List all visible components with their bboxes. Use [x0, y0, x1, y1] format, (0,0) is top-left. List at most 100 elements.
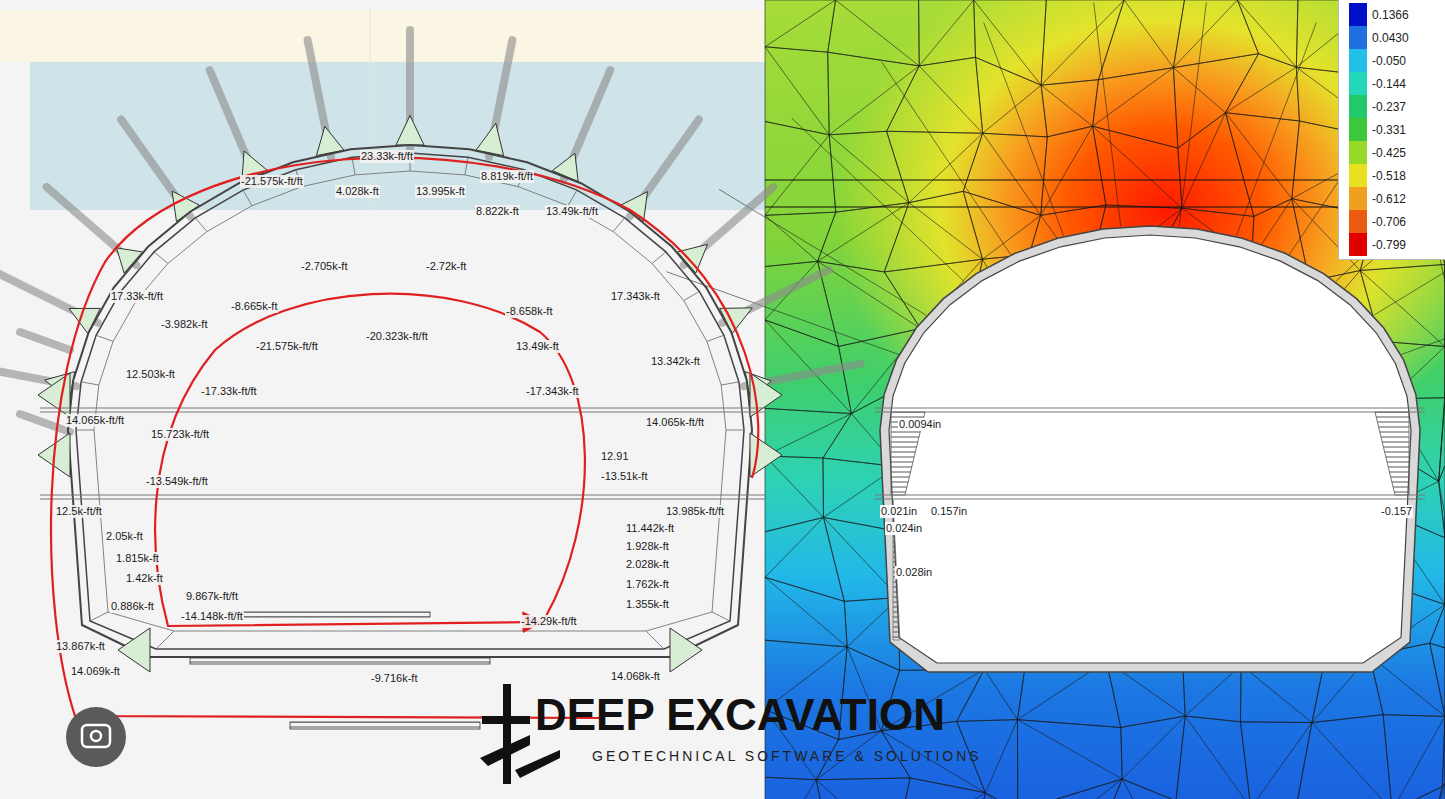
contour-ground [765, 0, 1445, 799]
lining-outer [68, 145, 752, 657]
legend-row: -0.237 [1339, 95, 1445, 118]
legend-row: -0.050 [1339, 49, 1445, 72]
moment-value: 1.815k-ft [115, 552, 160, 565]
mesh-line [984, 23, 1064, 236]
moment-value: 1.355k-ft [625, 598, 670, 611]
displacement-value: -0.157 [1380, 505, 1413, 518]
moment-value: -9.716k-ft [370, 672, 418, 685]
moment-spike [396, 115, 424, 145]
moment-value: 13.867k-ft [55, 640, 106, 653]
watermark-title: DEEP EXCAVATION [535, 690, 945, 740]
displacement-value: 0.028in [895, 566, 933, 579]
legend-swatch [1349, 187, 1367, 210]
moment-tick [712, 612, 730, 621]
mesh-line [1179, 3, 1206, 227]
legend-row: -0.331 [1339, 118, 1445, 141]
moment-tick [81, 382, 99, 385]
left-ground [0, 0, 765, 799]
moment-value: -13.51k-ft [600, 470, 648, 483]
legend-swatch [1349, 118, 1367, 141]
moment-value: 17.343k-ft [610, 290, 661, 303]
moment-wedge [670, 628, 702, 672]
legend-row: -0.518 [1339, 164, 1445, 187]
legend-swatch [1349, 49, 1367, 72]
mesh-line [1236, 23, 1316, 236]
moment-value: 12.91 [600, 450, 630, 463]
legend-value: -0.237 [1372, 100, 1406, 114]
mesh-line [881, 62, 1010, 255]
moment-value: -2.705k-ft [300, 260, 348, 273]
moment-tick [613, 218, 625, 232]
lining-inner [889, 235, 1411, 663]
legend-box: 0.1366 0.0430 -0.050 -0.144 -0.237 -0.331 -0.4… [1338, 0, 1445, 260]
legend-swatch [1349, 95, 1367, 118]
moment-tick [195, 218, 207, 232]
fe-mesh [667, 0, 1445, 799]
moment-value: 12.5k-ft/ft [55, 505, 103, 518]
legend-row: -0.144 [1339, 72, 1445, 95]
guide-line [370, 10, 371, 210]
moment-tick [652, 252, 666, 264]
moment-value: 13.985k-ft/ft [665, 505, 725, 518]
moment-value: 15.723k-ft/ft [150, 428, 210, 441]
legend-swatch [1349, 72, 1367, 95]
mesh-line [667, 272, 899, 355]
mesh-line [1401, 272, 1445, 355]
moment-value: 8.822k-ft [475, 205, 520, 218]
rock-bolt [20, 414, 70, 432]
legend-row: 0.1366 [1339, 3, 1445, 26]
legend-swatch [1349, 141, 1367, 164]
moment-value: -2.72k-ft [425, 260, 467, 273]
legend-value: 0.0430 [1372, 31, 1409, 45]
moment-value: 14.065k-ft/ft [65, 414, 125, 427]
moment-tick [646, 631, 664, 649]
invert-moment [230, 612, 430, 617]
legend-row: 0.0430 [1339, 26, 1445, 49]
displacement-value: 0.0094in [898, 418, 942, 431]
legend-swatch [1349, 233, 1367, 256]
moment-tick [243, 190, 252, 206]
moment-value: 1.762k-ft [625, 578, 670, 591]
legend-value: -0.144 [1372, 77, 1406, 91]
moment-value: 14.065k-ft/ft [645, 416, 705, 429]
moment-value: 12.503k-ft [125, 368, 176, 381]
legend-value: -0.612 [1372, 192, 1406, 206]
moment-value: 1.928k-ft [625, 540, 670, 553]
moment-value: -21.575k-ft/ft [240, 175, 304, 188]
legend-row: -0.799 [1339, 233, 1445, 256]
moment-tick [684, 292, 700, 301]
moment-value: 13.342k-ft [650, 355, 701, 368]
invert-moment [290, 722, 480, 729]
moment-tick [465, 157, 468, 175]
moment-tick [90, 612, 108, 621]
lens-icon [66, 707, 126, 767]
layer-lines [765, 180, 1338, 207]
legend-swatch [1349, 164, 1367, 187]
moment-tick [726, 430, 744, 431]
moment-value: 23.33k-ft/ft [360, 150, 414, 163]
moment-tick [76, 430, 94, 431]
lining-inner [76, 153, 744, 649]
moment-spike [172, 191, 199, 221]
moment-value: 9.867k-ft/ft [185, 590, 239, 603]
mesh-lines [765, 0, 1445, 799]
legend-row: -0.612 [1339, 187, 1445, 210]
moment-value: 11.442k-ft [625, 522, 675, 535]
moment-tick [154, 252, 168, 264]
displacement-value: 0.021in [880, 505, 918, 518]
legend-value: -0.706 [1372, 215, 1406, 229]
moment-value: 13.49k-ft/ft [545, 205, 599, 218]
rock-bolt [20, 332, 70, 350]
moment-value: -14.29k-ft/ft [520, 615, 578, 628]
stage-lines [40, 408, 1425, 499]
displacement-hatch [1375, 412, 1409, 495]
invert-moment [190, 658, 490, 664]
moment-tick [568, 190, 577, 206]
top-band [0, 10, 765, 62]
moment-value: 4.028k-ft [335, 185, 380, 198]
legend-row: -0.706 [1339, 210, 1445, 233]
legend-value: -0.425 [1372, 146, 1406, 160]
legend-row: -0.425 [1339, 141, 1445, 164]
moment-tick [721, 382, 739, 385]
moment-value: -8.658k-ft [505, 305, 553, 318]
